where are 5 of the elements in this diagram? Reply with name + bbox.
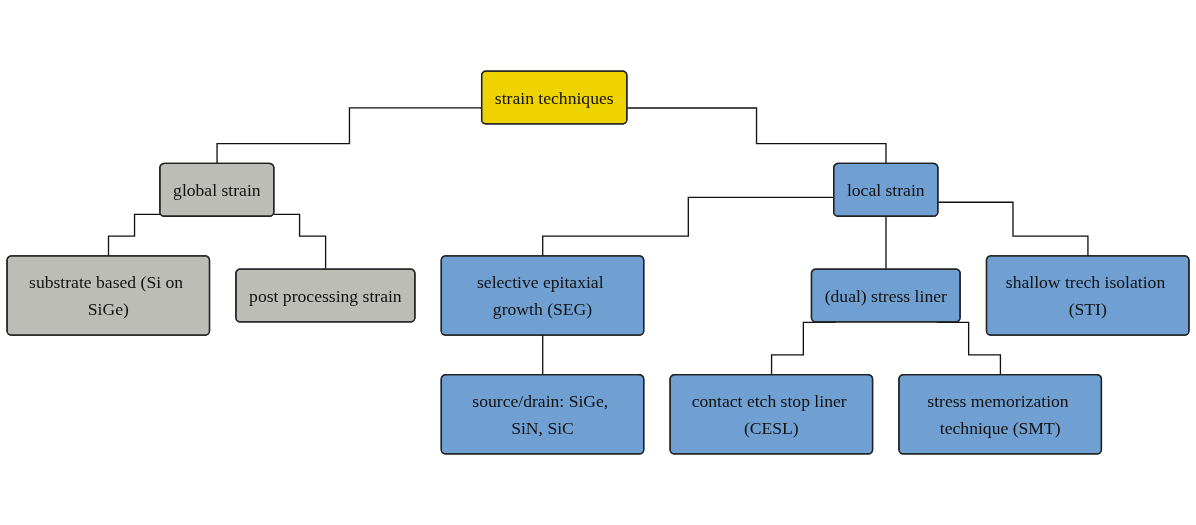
connector [626, 107, 887, 165]
connector [273, 213, 327, 271]
connector [542, 334, 544, 376]
connector [885, 216, 887, 271]
connector [937, 201, 1089, 257]
